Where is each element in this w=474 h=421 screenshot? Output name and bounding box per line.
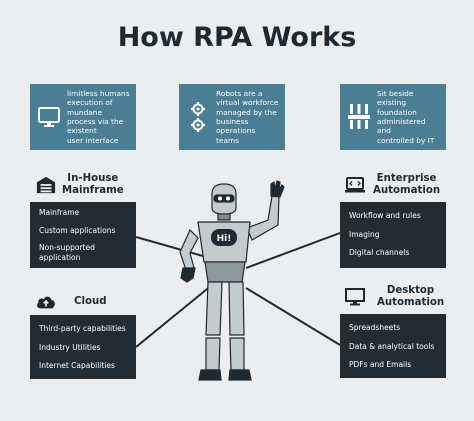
robot-eye-left xyxy=(218,196,222,201)
list-item: Imaging xyxy=(349,229,380,239)
robot-shin-right xyxy=(229,337,245,371)
robot-shin-left xyxy=(205,337,221,371)
panel-enterprise: Workflow and rules Imaging Digital chann… xyxy=(340,202,446,268)
section-title: Enterprise Automation xyxy=(373,173,440,197)
page-title: How RPA Works xyxy=(117,22,357,53)
robot-leg-right xyxy=(228,281,245,336)
info-line: administered and xyxy=(377,117,426,136)
robot-pelvis xyxy=(204,261,246,283)
title-line: In-House xyxy=(67,173,119,184)
info-box-text: limitless humans execution of mundane pr… xyxy=(63,89,130,145)
info-box-robots: Robots are a virtual workforce managed b… xyxy=(179,84,285,150)
info-line: process via the xyxy=(67,117,124,126)
server-rack-icon xyxy=(345,102,373,132)
list-item: Internet Capabilities xyxy=(39,361,115,370)
connector-line-enterprise xyxy=(245,232,341,269)
title-line: Automation xyxy=(373,185,441,196)
list-item: Non-supported application xyxy=(39,243,95,262)
info-box-it: Sit beside existing foundation administe… xyxy=(340,84,446,150)
info-line: virtual workforce xyxy=(216,98,279,108)
laptop-code-icon xyxy=(345,176,365,194)
list-item: Workflow and rules xyxy=(349,211,421,220)
info-line: controlled by IT xyxy=(377,135,435,145)
monitor-icon xyxy=(35,106,63,128)
info-line: operations teams xyxy=(216,126,256,145)
info-line: Sit beside xyxy=(377,89,414,99)
info-box-text: Sit beside existing foundation administe… xyxy=(373,89,441,145)
gears-icon xyxy=(184,101,212,133)
section-heading-enterprise: Enterprise Automation xyxy=(345,173,440,197)
title-line: Desktop xyxy=(386,285,435,296)
list-item: Spreadsheets xyxy=(349,323,401,332)
title-line: Automation xyxy=(377,297,445,308)
list-item: Data & analytical tools xyxy=(349,341,435,351)
section-heading-cloud: Cloud xyxy=(36,293,107,311)
list-item: Third-party capabilities xyxy=(39,324,126,333)
robot-arm-left xyxy=(179,228,199,271)
info-line: user interface xyxy=(67,135,119,145)
list-item: Mainframe xyxy=(39,208,80,217)
warehouse-icon xyxy=(36,176,56,194)
info-line: existent xyxy=(67,126,97,136)
robot-foot-right xyxy=(228,369,252,381)
section-title: Desktop Automation xyxy=(377,285,444,309)
title-line: Mainframe xyxy=(62,185,124,196)
info-line: managed by the xyxy=(216,107,277,117)
cloud-upload-icon xyxy=(36,293,56,311)
robot-hand-right xyxy=(270,180,285,198)
info-line: business xyxy=(216,117,249,126)
section-heading-desktop: Desktop Automation xyxy=(345,285,444,309)
info-line: execution of xyxy=(67,98,113,108)
panel-cloud: Third-party capabilities Industry Utilit… xyxy=(30,315,136,379)
robot-hand-left xyxy=(180,267,196,283)
robot-foot-left xyxy=(198,369,222,381)
list-item: Industry Utilities xyxy=(39,342,101,352)
connector-line-in-house xyxy=(135,236,211,259)
robot-eye-right xyxy=(226,196,230,201)
info-line: limitless humans xyxy=(67,89,130,99)
connector-line-cloud xyxy=(135,284,213,348)
title-line: Enterprise xyxy=(376,173,437,184)
info-box-text: Robots are a virtual workforce managed b… xyxy=(212,89,280,145)
info-line: foundation xyxy=(377,107,417,117)
list-item: Digital channels xyxy=(349,248,410,257)
info-box-humans: limitless humans execution of mundane pr… xyxy=(30,84,136,150)
robot-chest-label: Hi! xyxy=(217,234,232,244)
desktop-monitor-icon xyxy=(345,288,365,306)
connector-line-desktop xyxy=(245,287,341,346)
panel-desktop: Spreadsheets Data & analytical tools PDF… xyxy=(340,314,446,378)
title-line: Cloud xyxy=(74,296,107,307)
section-heading-in-house: In-House Mainframe xyxy=(36,173,124,197)
info-line: mundane xyxy=(67,107,103,117)
section-title: In-House Mainframe xyxy=(62,173,124,197)
info-line: Robots are a xyxy=(216,89,263,99)
panel-in-house: Mainframe Custom applications Non-suppor… xyxy=(30,202,136,268)
robot-chest-badge xyxy=(211,229,237,246)
robot-visor xyxy=(213,194,235,203)
robot-leg-left xyxy=(205,281,223,336)
info-line: existing xyxy=(377,98,407,108)
list-item: PDFs and Emails xyxy=(349,360,412,369)
section-title: Cloud xyxy=(74,296,107,308)
robot-arm-right xyxy=(246,195,280,241)
robot-illustration: Hi! xyxy=(179,180,285,381)
list-item: Custom applications xyxy=(39,225,116,235)
